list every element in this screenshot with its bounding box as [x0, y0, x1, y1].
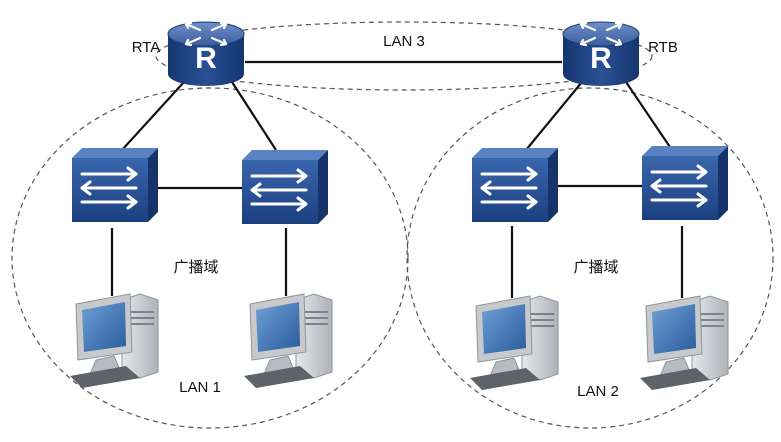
broadcast-domain-lan1 — [11, 87, 409, 429]
switch-icon — [240, 148, 330, 226]
domain-center-label-lan1: 广播域 — [173, 259, 218, 276]
domain-label-lan1: LAN 1 — [179, 379, 221, 396]
computer-icon — [639, 295, 729, 391]
router-label-rtb: RTB — [648, 39, 678, 56]
domain-center-label-lan2: 广播域 — [573, 259, 618, 276]
router-label-rta: RTA — [132, 39, 161, 56]
link-rtb-sw4 — [625, 81, 673, 151]
router-icon — [561, 20, 641, 88]
broadcast-domain-lan2 — [406, 87, 774, 429]
computer-icon — [469, 295, 559, 391]
link-rtb-sw3 — [525, 81, 583, 151]
switch-icon — [70, 146, 160, 224]
links — [110, 60, 684, 298]
switch-icon — [640, 144, 730, 222]
link-label-lan3: LAN 3 — [383, 33, 425, 50]
domain-label-lan2: LAN 2 — [577, 383, 619, 400]
link-rta-sw2 — [231, 81, 277, 151]
router-icon — [166, 20, 246, 88]
broadcast-domain-lan3 — [155, 21, 653, 91]
switch-icon — [470, 146, 560, 224]
link-rta-sw1 — [121, 81, 185, 151]
computer-icon — [243, 293, 333, 389]
computer-icon — [69, 293, 159, 389]
